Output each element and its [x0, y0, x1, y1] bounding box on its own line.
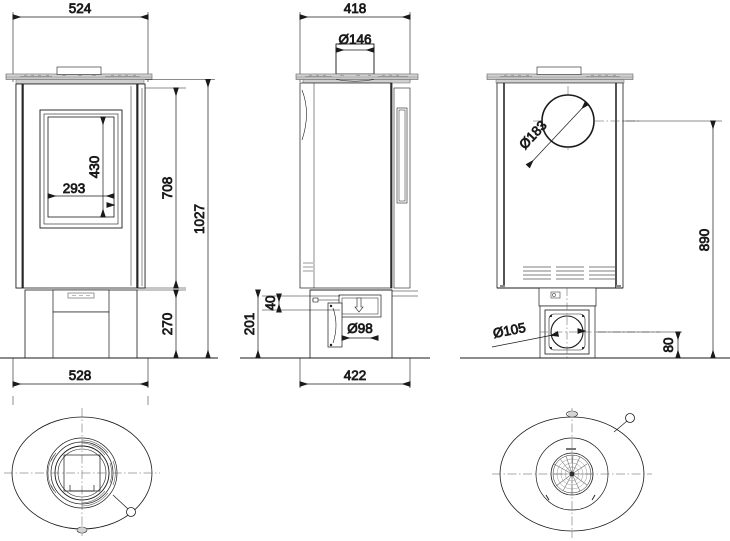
- dim-side-base-depth: 422: [299, 368, 411, 387]
- dim-label-708: 708: [160, 177, 175, 200]
- dim-side-air-offset: 40: [263, 293, 282, 313]
- dim-label-422: 422: [344, 368, 367, 383]
- dim-front-base-height: 270: [160, 289, 179, 359]
- dim-front-total-height: 1027: [192, 79, 211, 359]
- dim-label-d146: Ø146: [338, 32, 371, 47]
- dim-side-flue-diameter: Ø146: [335, 32, 375, 53]
- dim-label-524: 524: [69, 1, 92, 16]
- dim-label-293: 293: [63, 181, 86, 196]
- dim-label-80: 80: [661, 337, 676, 352]
- dim-rear-outlet-height: 890: [697, 120, 716, 359]
- bottom-plan-view-right: [492, 408, 652, 538]
- dim-rear-base-clearance: 80: [661, 331, 681, 359]
- dim-label-d98: Ø98: [347, 321, 373, 336]
- rear-view: Ø183 Ø105: [460, 66, 730, 359]
- dim-side-air-diameter: Ø98: [341, 321, 379, 341]
- dim-label-1027: 1027: [192, 204, 207, 234]
- dim-rear-outlet-diameter: Ø105: [491, 320, 587, 348]
- dim-side-depth-top: 418: [299, 1, 411, 20]
- dim-label-418: 418: [344, 1, 367, 16]
- dim-front-glass-height: 430: [87, 116, 106, 218]
- dim-label-201: 201: [242, 313, 257, 336]
- dim-label-890: 890: [697, 229, 712, 252]
- dim-front-body-height: 708: [160, 87, 179, 289]
- dim-label-270: 270: [160, 313, 175, 336]
- bottom-plan-view-left: [4, 396, 160, 536]
- dim-label-430: 430: [87, 156, 102, 179]
- dim-front-glass-width: 293: [47, 181, 115, 199]
- side-view: 418 Ø146: [240, 1, 430, 388]
- front-view: 524: [0, 1, 218, 388]
- dim-label-528: 528: [69, 368, 92, 383]
- dim-front-width-top: 524: [12, 1, 149, 20]
- dim-label-40: 40: [263, 295, 278, 310]
- dim-front-base-width: 528: [12, 368, 149, 387]
- dim-side-pedestal-height: 201: [242, 289, 261, 359]
- dim-label-d105: Ø105: [492, 320, 527, 341]
